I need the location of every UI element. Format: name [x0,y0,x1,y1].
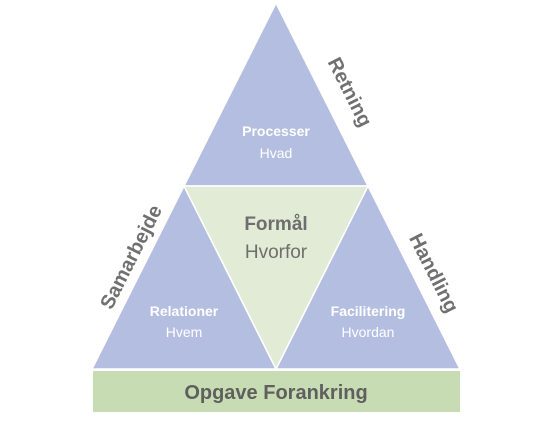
top-title: Processer [242,123,310,139]
right-subtitle: Hvordan [342,324,395,340]
center-title: Formål [244,214,307,235]
left-title: Relationer [150,303,219,319]
right-title: Facilitering [331,303,406,319]
left-subtitle: Hvem [166,324,203,340]
base-bar [93,371,460,412]
center-subtitle: Hvorfor [245,242,308,263]
top-subtitle: Hvad [260,145,293,161]
base-label: Opgave Forankring [184,382,367,404]
triangle-center [182,185,370,371]
